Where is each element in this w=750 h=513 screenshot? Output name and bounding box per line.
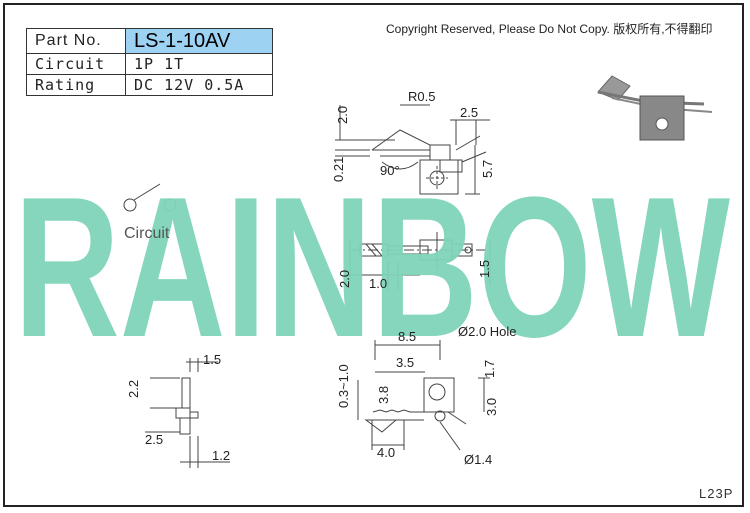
circuit-symbol-label: Circuit bbox=[124, 225, 170, 242]
dim-1-2: 1.2 bbox=[212, 448, 230, 463]
dim-0-3-1-0: 0.3~1.0 bbox=[336, 364, 351, 408]
rating-value: DC 12V 0.5A bbox=[125, 74, 273, 96]
spec-table: Part No. LS-1-10AV Circuit 1P 1T Rating … bbox=[26, 28, 273, 96]
dim-8-5: 8.5 bbox=[398, 329, 416, 344]
front-view bbox=[349, 232, 491, 290]
dim-3-8: 3.8 bbox=[376, 386, 391, 404]
sheet-border bbox=[3, 3, 744, 507]
iso-view bbox=[597, 75, 713, 141]
dim-angle: 90° bbox=[380, 163, 400, 178]
dim-dia-1-4: Ø1.4 bbox=[464, 452, 492, 467]
dim-1-0: 1.0 bbox=[369, 276, 387, 291]
rainbow-watermark: RAINBOW bbox=[14, 156, 730, 379]
dim-3-5: 3.5 bbox=[396, 355, 414, 370]
dim-1-5-side: 1.5 bbox=[203, 352, 221, 367]
dim-1-5-mid: 1.5 bbox=[477, 260, 492, 278]
dim-4-0: 4.0 bbox=[377, 445, 395, 460]
bottom-view bbox=[357, 340, 490, 451]
dim-r05: R0.5 bbox=[408, 89, 435, 104]
dim-2-5-top: 2.5 bbox=[460, 105, 478, 120]
circuit-label: Circuit bbox=[26, 53, 126, 75]
dim-hole: Ø2.0 Hole bbox=[458, 324, 517, 339]
dim-3-0: 3.0 bbox=[484, 398, 499, 416]
dim-5-7: 5.7 bbox=[480, 160, 495, 178]
drawing-code: L23P bbox=[699, 486, 734, 501]
dim-2-5-side: 2.5 bbox=[145, 432, 163, 447]
circuit-symbol bbox=[123, 183, 177, 212]
dim-2-2: 2.2 bbox=[126, 380, 141, 398]
top-view bbox=[335, 104, 490, 195]
dim-2-0-top: 2.0 bbox=[335, 106, 350, 124]
dim-0-21: 0.21 bbox=[331, 157, 346, 182]
spec-row-rating: Rating DC 12V 0.5A bbox=[26, 74, 273, 96]
side-view bbox=[145, 358, 230, 468]
dim-1-7: 1.7 bbox=[482, 360, 497, 378]
copyright-notice: Copyright Reserved, Please Do Not Copy. … bbox=[386, 22, 713, 36]
dim-2-0-mid: 2.0 bbox=[337, 270, 352, 288]
